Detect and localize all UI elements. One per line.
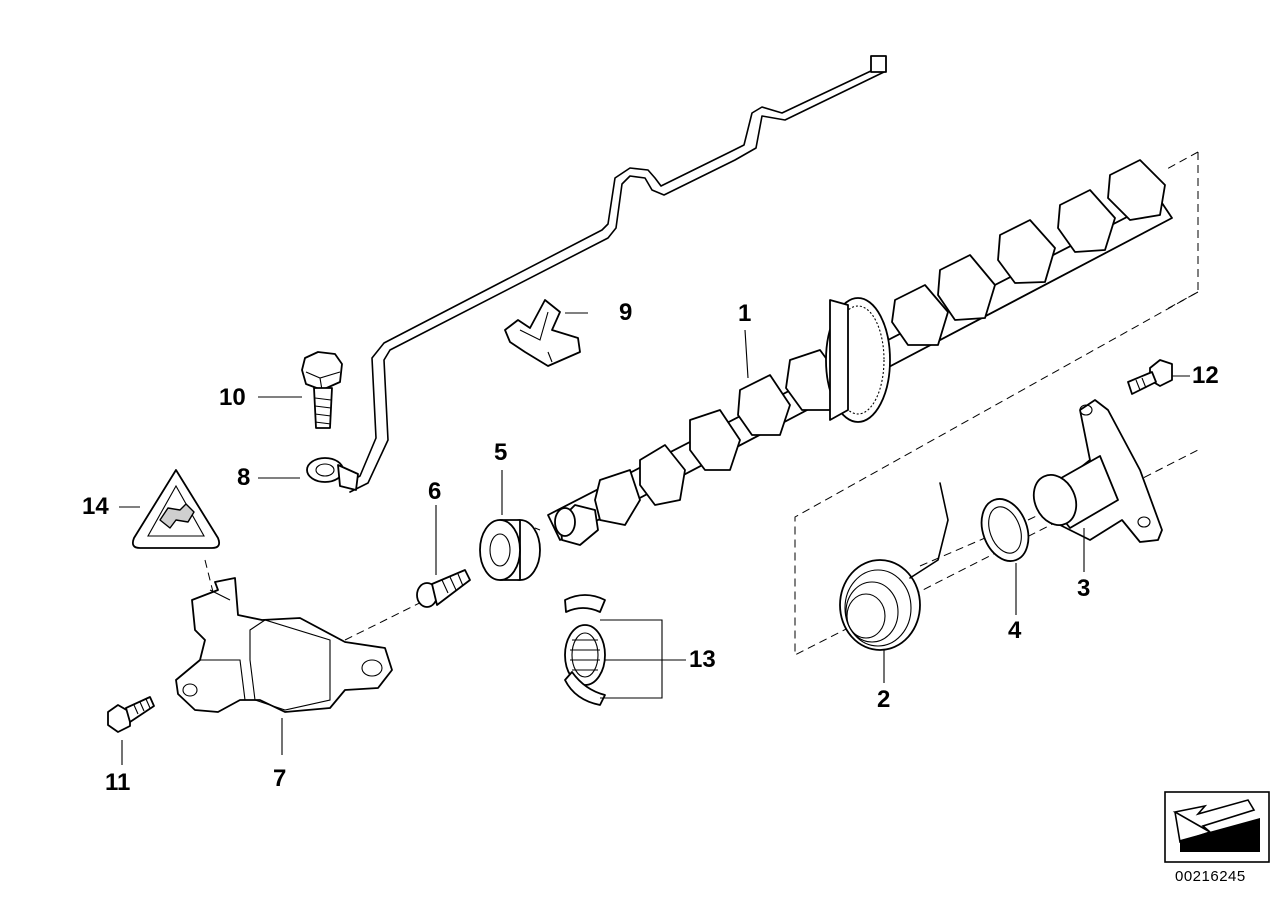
- housing[interactable]: [1026, 399, 1163, 543]
- callout-10: 10: [219, 384, 246, 411]
- document-id: 00216245: [1175, 868, 1246, 885]
- bolt-11[interactable]: [107, 696, 155, 733]
- callout-11: 11: [105, 769, 131, 796]
- callout-6: 6: [428, 478, 442, 505]
- bolt-12[interactable]: [1127, 359, 1173, 395]
- callout-14: 14: [82, 493, 109, 520]
- callout-1: 1: [738, 300, 752, 327]
- bolt-10[interactable]: [301, 351, 343, 429]
- callout-13: 13: [689, 646, 716, 673]
- torsion-spring[interactable]: [839, 482, 949, 651]
- leader-lines: [119, 312, 1190, 765]
- callout-4: 4: [1008, 617, 1022, 644]
- callout-3: 3: [1077, 575, 1091, 602]
- arrow-left-down-icon[interactable]: [1164, 791, 1270, 863]
- bolt-6[interactable]: [416, 569, 471, 608]
- callout-8: 8: [237, 464, 251, 491]
- oil-pipe[interactable]: [306, 55, 887, 493]
- bearing-set[interactable]: [564, 594, 606, 706]
- callout-7: 7: [273, 765, 287, 792]
- seal[interactable]: [479, 519, 541, 581]
- sensor[interactable]: [175, 577, 393, 713]
- warning-label[interactable]: [131, 469, 221, 549]
- camshaft[interactable]: [547, 159, 1173, 546]
- clip[interactable]: [504, 299, 581, 367]
- callout-5: 5: [494, 439, 508, 466]
- callout-2: 2: [877, 686, 891, 713]
- callout-9: 9: [619, 299, 633, 326]
- assembly-lines: [204, 151, 1199, 656]
- callout-12: 12: [1192, 362, 1219, 389]
- o-ring[interactable]: [973, 492, 1036, 567]
